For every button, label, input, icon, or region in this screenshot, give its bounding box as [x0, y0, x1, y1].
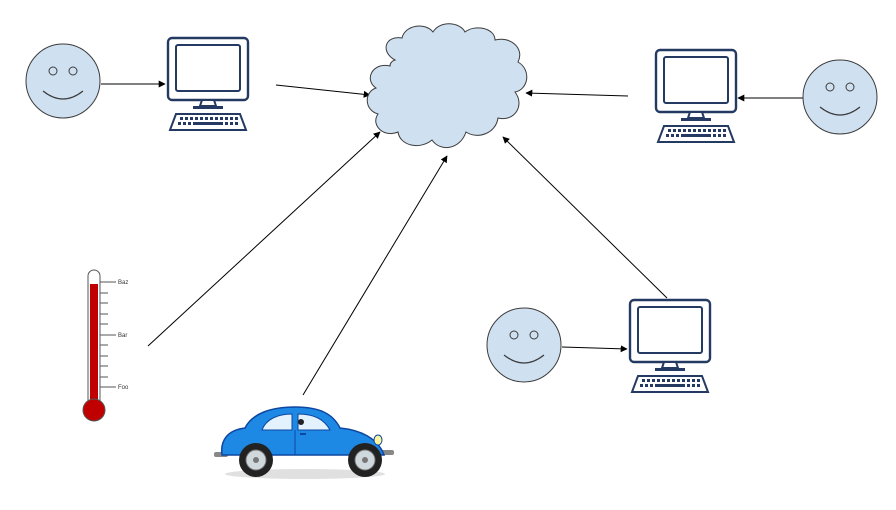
connector-user3-computer3: [561, 345, 628, 353]
connector-computer3-cloud: [502, 136, 668, 299]
connector-car-cloud: [302, 155, 448, 396]
thermometer-label-bar: Bar: [118, 333, 127, 339]
computer-icon-2: [654, 48, 738, 144]
cloud-icon: [366, 23, 528, 148]
computer-icon-3: [628, 298, 712, 394]
computer-icon-1: [166, 36, 250, 132]
car-icon: [214, 406, 394, 479]
thermometer-icon: Baz Bar Foo: [82, 269, 129, 422]
connector-computer1-cloud: [275, 84, 371, 98]
connections: [101, 80, 803, 396]
thermometer-label-baz: Baz: [118, 280, 128, 286]
connector-computer2-cloud: [525, 89, 629, 97]
user-smiley-icon-1: [25, 43, 101, 119]
thermometer-label-foo: Foo: [118, 385, 129, 391]
user-smiley-icon-3: [486, 307, 562, 383]
connector-thermometer-cloud: [147, 131, 381, 347]
user-smiley-icon-2: [802, 59, 878, 135]
